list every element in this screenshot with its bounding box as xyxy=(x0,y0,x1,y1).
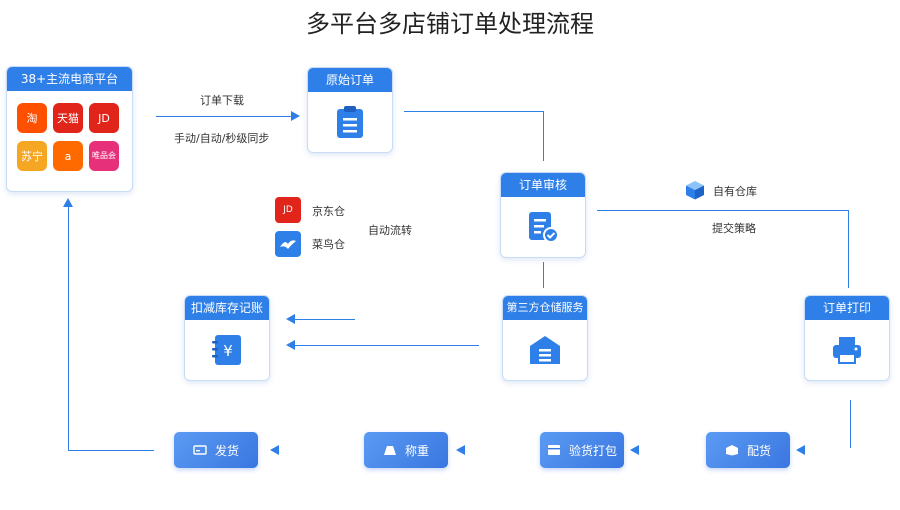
jd-warehouse-label: 京东仓 xyxy=(312,205,345,218)
step-weigh: 称重 xyxy=(364,432,448,468)
package-icon xyxy=(547,445,560,455)
platform-logo-0: 淘 xyxy=(17,103,47,133)
step-pack-label: 验货打包 xyxy=(568,443,617,458)
platform-logo-1: 天猫 xyxy=(53,103,83,133)
platform-logo-4: a xyxy=(53,141,83,171)
connector-review-print-v xyxy=(848,210,849,288)
connector-warehouse-stock xyxy=(295,345,479,346)
arrow-to-platforms xyxy=(63,198,73,207)
connector-download xyxy=(156,116,292,117)
connector-review-warehouse xyxy=(543,262,544,288)
arrow-pack-pick xyxy=(630,445,639,455)
warehouse-icon xyxy=(530,336,560,364)
box-icon xyxy=(725,445,738,456)
print-card: 订单打印 xyxy=(804,295,890,381)
cainiao-warehouse-label: 菜鸟仓 xyxy=(312,238,345,251)
arrow-auto-to-stock xyxy=(286,314,295,324)
connector-ship-return-h xyxy=(68,450,154,451)
sync-label: 手动/自动/秒级同步 xyxy=(174,132,270,145)
connector-orders-review-h xyxy=(404,111,544,112)
own-warehouse-label: 自有仓库 xyxy=(713,185,757,198)
truck-icon xyxy=(193,445,207,455)
warehouse-service-card-title: 第三方仓储服务 xyxy=(503,296,587,320)
submit-strategy-label: 提交策略 xyxy=(712,222,756,235)
svg-text:¥: ¥ xyxy=(223,342,233,360)
arrow-warehouse-to-stock xyxy=(286,340,295,350)
orders-card: 原始订单 xyxy=(307,67,393,153)
document-check-icon xyxy=(529,212,559,243)
step-pick: 配货 xyxy=(706,432,790,468)
step-weigh-label: 称重 xyxy=(404,443,429,458)
clipboard-icon xyxy=(337,106,363,138)
connector-print-down xyxy=(850,400,851,448)
printer-icon xyxy=(833,337,861,364)
step-pick-label: 配货 xyxy=(746,443,771,458)
cube-icon xyxy=(686,181,704,200)
cainiao-warehouse-logo xyxy=(275,231,301,257)
stock-account-card: 扣减库存记账 ¥ xyxy=(184,295,270,381)
platform-logo-5: 唯品会 xyxy=(89,141,119,171)
orders-card-title: 原始订单 xyxy=(308,68,392,92)
arrow-weigh-pack xyxy=(456,445,465,455)
connector-ship-return-v xyxy=(68,207,69,450)
scale-icon xyxy=(383,446,396,455)
connector-review-print-h xyxy=(597,210,848,211)
review-card-title: 订单审核 xyxy=(501,173,585,197)
warehouse-service-card: 第三方仓储服务 xyxy=(502,295,588,381)
arrow-pick-ship xyxy=(796,445,805,455)
connector-auto-transfer xyxy=(295,319,355,320)
jd-warehouse-logo: JD xyxy=(275,197,301,223)
step-pack: 验货打包 xyxy=(540,432,624,468)
arrow-ship-weigh xyxy=(270,445,279,455)
print-card-title: 订单打印 xyxy=(805,296,889,320)
step-ship-label: 发货 xyxy=(214,443,239,458)
platform-logo-2: JD xyxy=(89,103,119,133)
stock-account-card-title: 扣减库存记账 xyxy=(185,296,269,320)
platform-logo-3: 苏宁 xyxy=(17,141,47,171)
auto-transfer-label: 自动流转 xyxy=(368,224,412,237)
review-card: 订单审核 xyxy=(500,172,586,258)
arrow-to-orders xyxy=(291,111,300,121)
download-label: 订单下载 xyxy=(200,94,244,107)
platforms-card-title: 38+主流电商平台 xyxy=(7,67,132,91)
ledger-yuan-icon: ¥ xyxy=(212,335,241,365)
step-ship: 发货 xyxy=(174,432,258,468)
connector-orders-review-v xyxy=(543,111,544,161)
page-title: 多平台多店铺订单处理流程 xyxy=(306,10,594,38)
